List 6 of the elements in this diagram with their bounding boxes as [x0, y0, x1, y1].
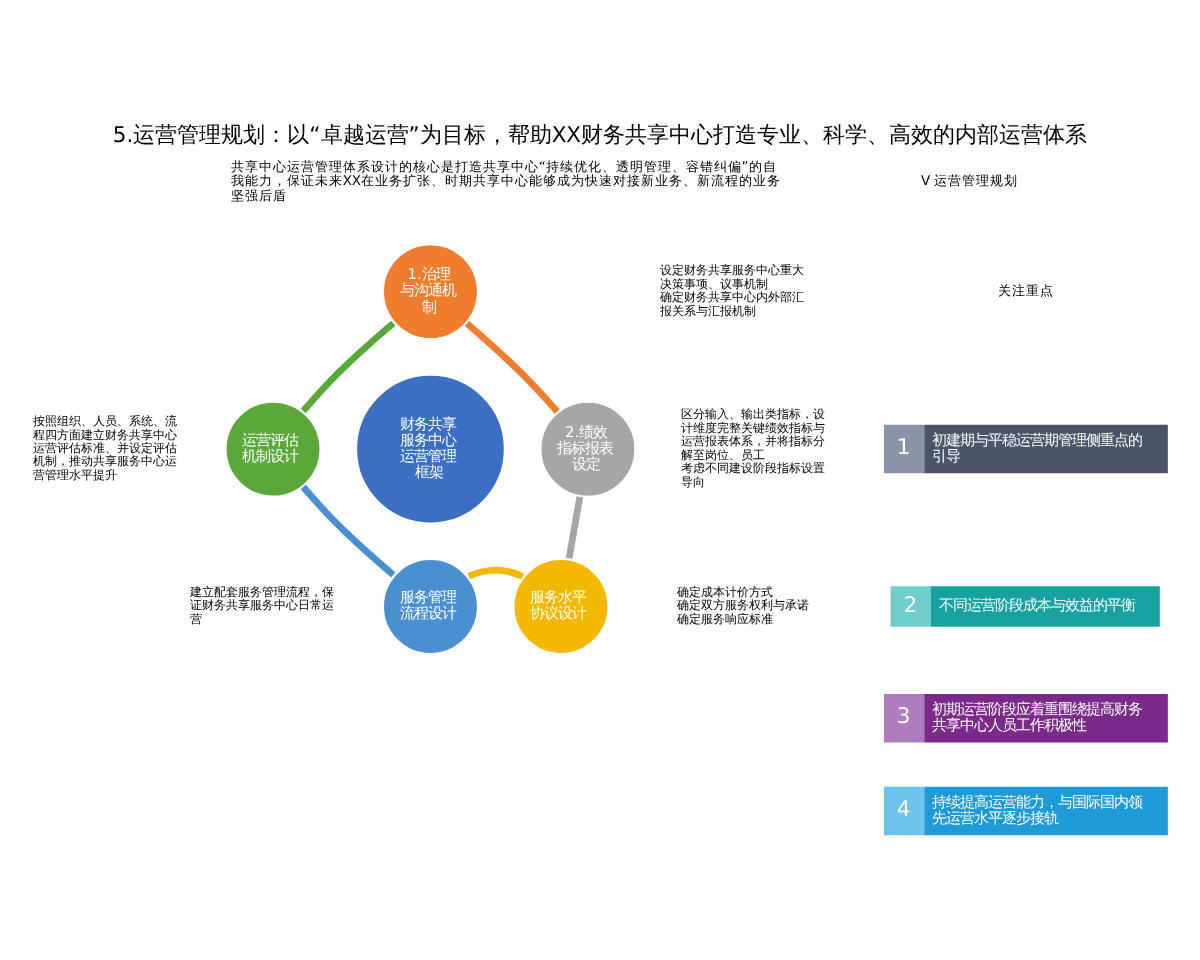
diagram-title: 5.运营管理规划：以“卓越运营”为目标，帮助XX财务共享中心打造专业、科学、高效的内部运营体系: [112, 121, 1088, 148]
connector: [467, 566, 525, 580]
connector: [565, 496, 584, 559]
connector: [464, 320, 560, 414]
connector: [300, 320, 396, 414]
connector: [300, 484, 396, 578]
